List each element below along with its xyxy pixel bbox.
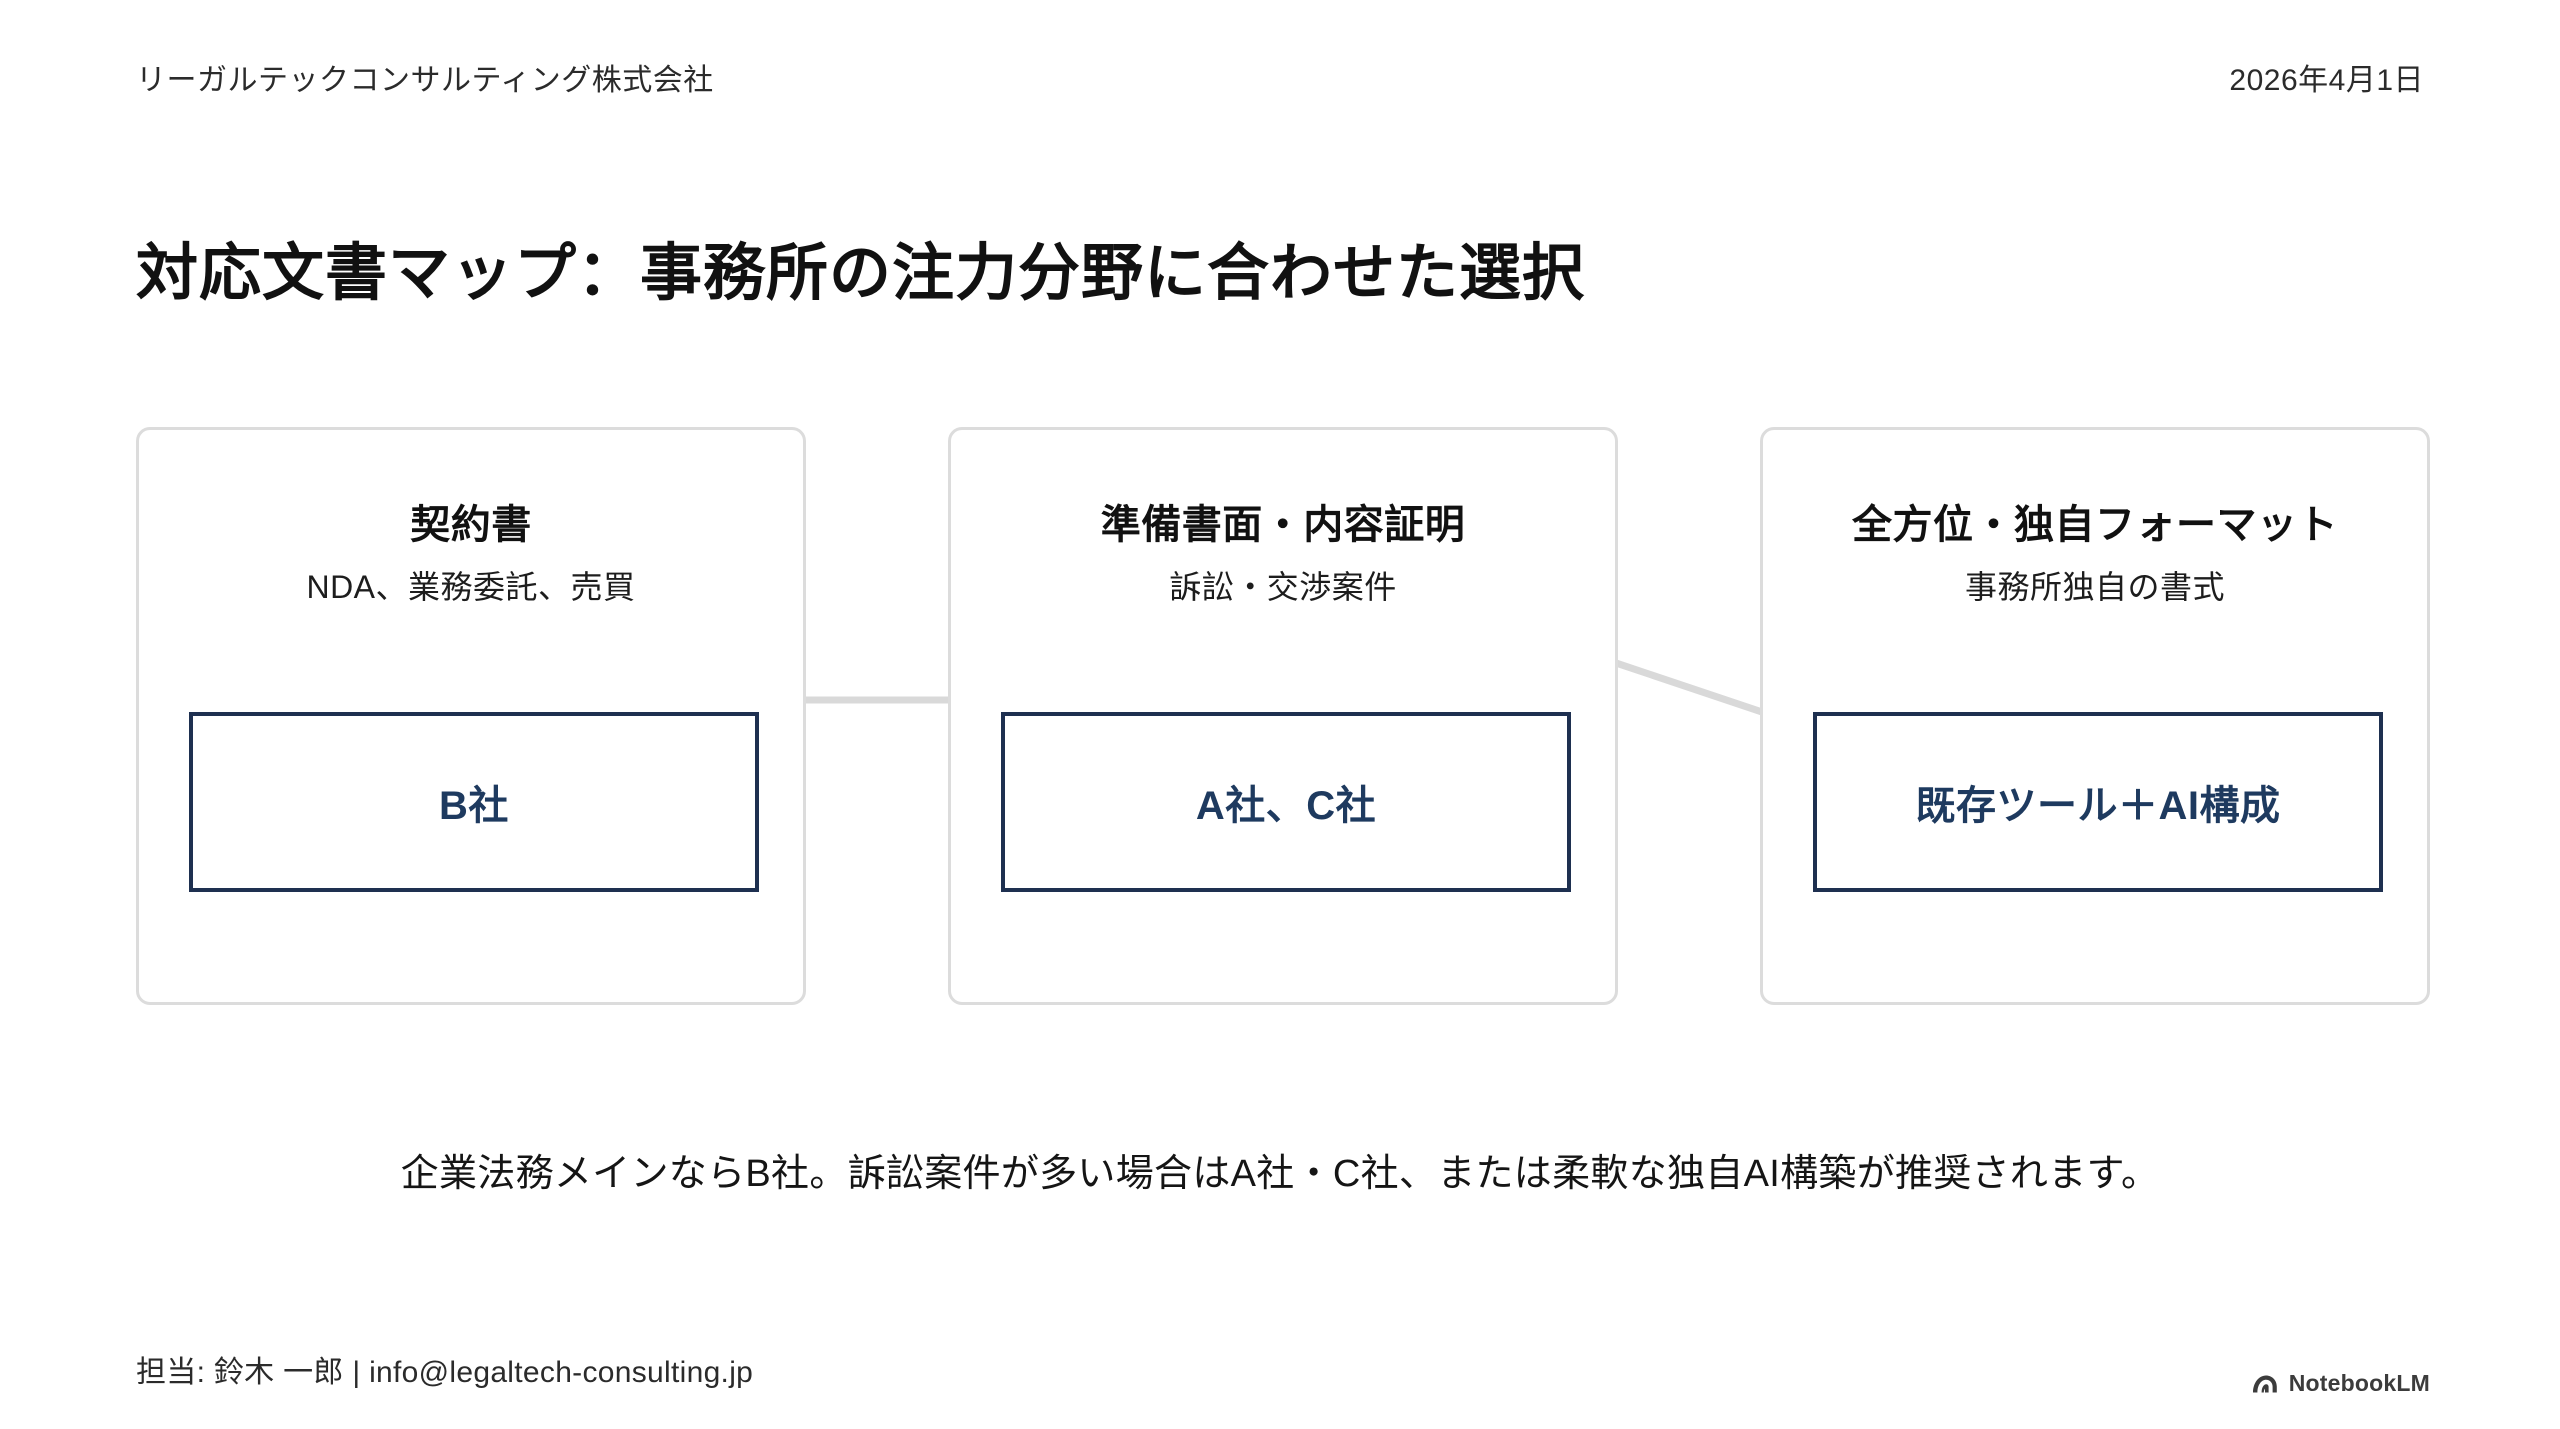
header-date: 2026年4月1日 xyxy=(2229,64,2424,97)
card-title: 契約書 xyxy=(410,503,532,547)
notebooklm-logo-icon xyxy=(2252,1375,2277,1392)
card-title: 全方位・独自フォーマット xyxy=(1852,503,2338,547)
card-contract[interactable]: 契約書 NDA、業務委託、売買 B社 xyxy=(136,427,806,1005)
notebooklm-watermark: NotebookLM xyxy=(2251,1370,2430,1397)
card-value-label: 既存ツール＋AI構成 xyxy=(1915,784,2281,828)
card-subtitle: 訴訟・交渉案件 xyxy=(1169,569,1397,605)
header-company-name: リーガルテックコンサルティング株式会社 xyxy=(136,64,714,97)
footer-contact: 担当: 鈴木 一郎 | info@legaltech-consulting.jp xyxy=(136,1356,754,1389)
card-value-box[interactable]: A社、C社 xyxy=(1001,712,1571,892)
card-value-box[interactable]: B社 xyxy=(189,712,759,892)
page-title: 対応文書マップ：事務所の注力分野に合わせた選択 xyxy=(136,239,1586,308)
slide-header: リーガルテックコンサルティング株式会社 2026年4月1日 xyxy=(136,55,2424,99)
card-value-label: B社 xyxy=(439,784,509,828)
summary-text: 企業法務メインならB社。訴訟案件が多い場合はA社・C社、または柔軟な独自AI構築… xyxy=(400,1153,2160,1195)
card-title: 準備書面・内容証明 xyxy=(1100,503,1466,547)
card-value-label: A社、C社 xyxy=(1195,784,1377,828)
card-subtitle: NDA、業務委託、売買 xyxy=(306,569,636,605)
notebooklm-label: NotebookLM xyxy=(2288,1370,2430,1396)
document-map-cards: 契約書 NDA、業務委託、売買 B社 準備書面・内容証明 訴訟・交渉案件 A社、… xyxy=(136,427,2430,1005)
card-subtitle: 事務所独自の書式 xyxy=(1964,569,2225,605)
card-custom-format[interactable]: 全方位・独自フォーマット 事務所独自の書式 既存ツール＋AI構成 xyxy=(1760,427,2430,1005)
card-value-box[interactable]: 既存ツール＋AI構成 xyxy=(1813,712,2383,892)
card-litigation-documents[interactable]: 準備書面・内容証明 訴訟・交渉案件 A社、C社 xyxy=(948,427,1618,1005)
